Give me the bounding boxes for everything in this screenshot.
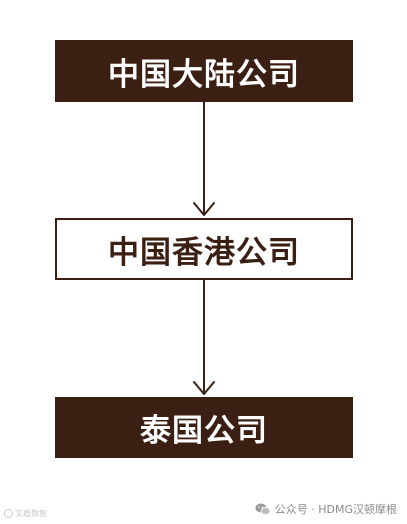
node-thailand-company: 泰国公司 (55, 397, 353, 458)
watermark-left: 文盾数智 (4, 508, 47, 519)
watermark-left-text: 文盾数智 (15, 509, 47, 518)
wechat-icon (255, 503, 271, 515)
watermark-right-text: 公众号 · HDMG汉顿摩根 (274, 503, 397, 516)
watermark-right: 公众号 · HDMG汉顿摩根 (255, 501, 397, 517)
arrow-2-head (193, 381, 215, 395)
node-mainland-china-company: 中国大陆公司 (55, 40, 353, 102)
arrow-1-head (193, 202, 215, 216)
node-label: 泰国公司 (140, 413, 268, 449)
watermark-logo-icon (4, 509, 13, 518)
node-label: 中国大陆公司 (108, 56, 300, 93)
node-hong-kong-company: 中国香港公司 (55, 218, 353, 280)
node-label: 中国香港公司 (108, 234, 300, 271)
